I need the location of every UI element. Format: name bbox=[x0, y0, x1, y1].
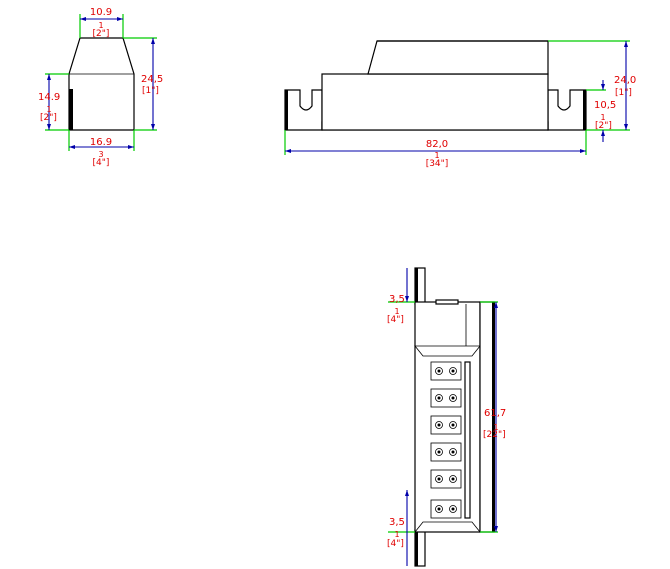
dim-top-length-mm: 61,7 bbox=[484, 408, 506, 419]
dim-arrow bbox=[285, 149, 291, 153]
top-view-bevel-top bbox=[414, 345, 481, 357]
terminal-pair bbox=[430, 469, 462, 489]
front-view-right-tab-edge bbox=[583, 90, 586, 130]
dim-front-length-inch: [34"] bbox=[426, 159, 449, 169]
front-view-left-tab-edge bbox=[285, 90, 288, 130]
dim-arrow bbox=[624, 124, 628, 130]
dim-lower-tab-frac: 1 bbox=[394, 530, 399, 539]
side-view-body bbox=[68, 37, 135, 131]
dim-arrow bbox=[128, 145, 134, 149]
dim-bottom-width-inch: [4"] bbox=[93, 158, 110, 168]
dim-arrow bbox=[624, 41, 628, 47]
dim-arrow bbox=[405, 490, 409, 496]
dim-upper-tab-inch: [4"] bbox=[387, 315, 404, 325]
front-view: 24,0 [1"] 10,5 1 [2"] 82,0 1 [34"] bbox=[284, 40, 636, 169]
dim-top-width-mm: 10.9 bbox=[90, 7, 112, 18]
dim-arrow bbox=[580, 149, 586, 153]
dim-arrow bbox=[494, 302, 498, 308]
side-view-mounting-tab bbox=[69, 89, 73, 130]
dim-arrow bbox=[405, 296, 409, 302]
dim-front-length-mm: 82,0 bbox=[426, 139, 448, 150]
dim-bottom-width-mm: 16.9 bbox=[90, 137, 112, 148]
terminal-pair bbox=[430, 415, 462, 435]
top-view-lower-tab-edge bbox=[415, 530, 418, 566]
dim-lower-tab-mm: 3,5 bbox=[389, 517, 405, 528]
dim-side-height-mm: 24,5 bbox=[141, 74, 163, 85]
dim-side-height-inch: [1"] bbox=[142, 86, 159, 96]
dim-top-width-inch: [2"] bbox=[93, 29, 110, 39]
dim-front-height-inch: [1"] bbox=[615, 88, 632, 98]
top-view-top-notch bbox=[435, 299, 459, 305]
top-view-side-edge bbox=[492, 302, 495, 532]
dim-bottom-width-frac: 3 bbox=[98, 150, 103, 159]
front-view-base-plate-right bbox=[547, 89, 587, 131]
dim-arrow bbox=[69, 145, 75, 149]
front-view-cover bbox=[367, 40, 549, 75]
dim-arrow bbox=[47, 74, 51, 80]
front-view-body bbox=[321, 73, 549, 131]
side-view: 10.9 1 [2"] 24,5 [1"] 14.9 1 [2"] 16.9 3… bbox=[38, 7, 163, 168]
dim-arrow bbox=[151, 124, 155, 130]
dim-side-lower-inch: [2"] bbox=[40, 113, 57, 123]
dim-arrow bbox=[494, 526, 498, 532]
dim-arrow bbox=[80, 17, 86, 21]
dim-front-lower-inch: [2"] bbox=[595, 121, 612, 131]
front-view-base-plate bbox=[284, 89, 323, 131]
terminal-pair bbox=[430, 442, 462, 462]
terminal-block bbox=[430, 361, 462, 519]
dim-arrow bbox=[47, 124, 51, 130]
terminal-pair bbox=[430, 388, 462, 408]
top-view-side-rail bbox=[464, 361, 471, 519]
dim-top-width-frac: 1 bbox=[98, 21, 103, 30]
top-view-bevel-bottom bbox=[414, 521, 481, 533]
dim-arrow bbox=[151, 38, 155, 44]
dim-top-length-inch: [22"] bbox=[483, 430, 506, 440]
dim-lower-tab-inch: [4"] bbox=[387, 539, 404, 549]
dim-side-lower-frac: 1 bbox=[46, 105, 51, 114]
top-view: 61,7 1 [22"] 3,5 1 [4"] 3,5 1 [4"] bbox=[387, 267, 506, 567]
dim-arrow bbox=[117, 17, 123, 21]
dim-arrow bbox=[601, 84, 605, 90]
terminal-pair bbox=[430, 361, 462, 381]
dim-front-length-frac: 1 bbox=[434, 151, 439, 160]
dim-front-lower-frac: 1 bbox=[600, 113, 605, 122]
terminal-pair bbox=[430, 499, 462, 519]
dim-upper-tab-frac: 1 bbox=[394, 307, 399, 316]
dim-upper-tab-mm: 3,5 bbox=[389, 294, 405, 305]
dim-side-lower-mm: 14.9 bbox=[38, 92, 60, 103]
dim-arrow bbox=[601, 130, 605, 136]
dim-top-length-frac: 1 bbox=[493, 423, 498, 432]
dim-front-lower-mm: 10,5 bbox=[594, 100, 616, 111]
top-view-upper-tab-edge bbox=[415, 268, 418, 304]
dim-front-height-mm: 24,0 bbox=[614, 75, 636, 86]
